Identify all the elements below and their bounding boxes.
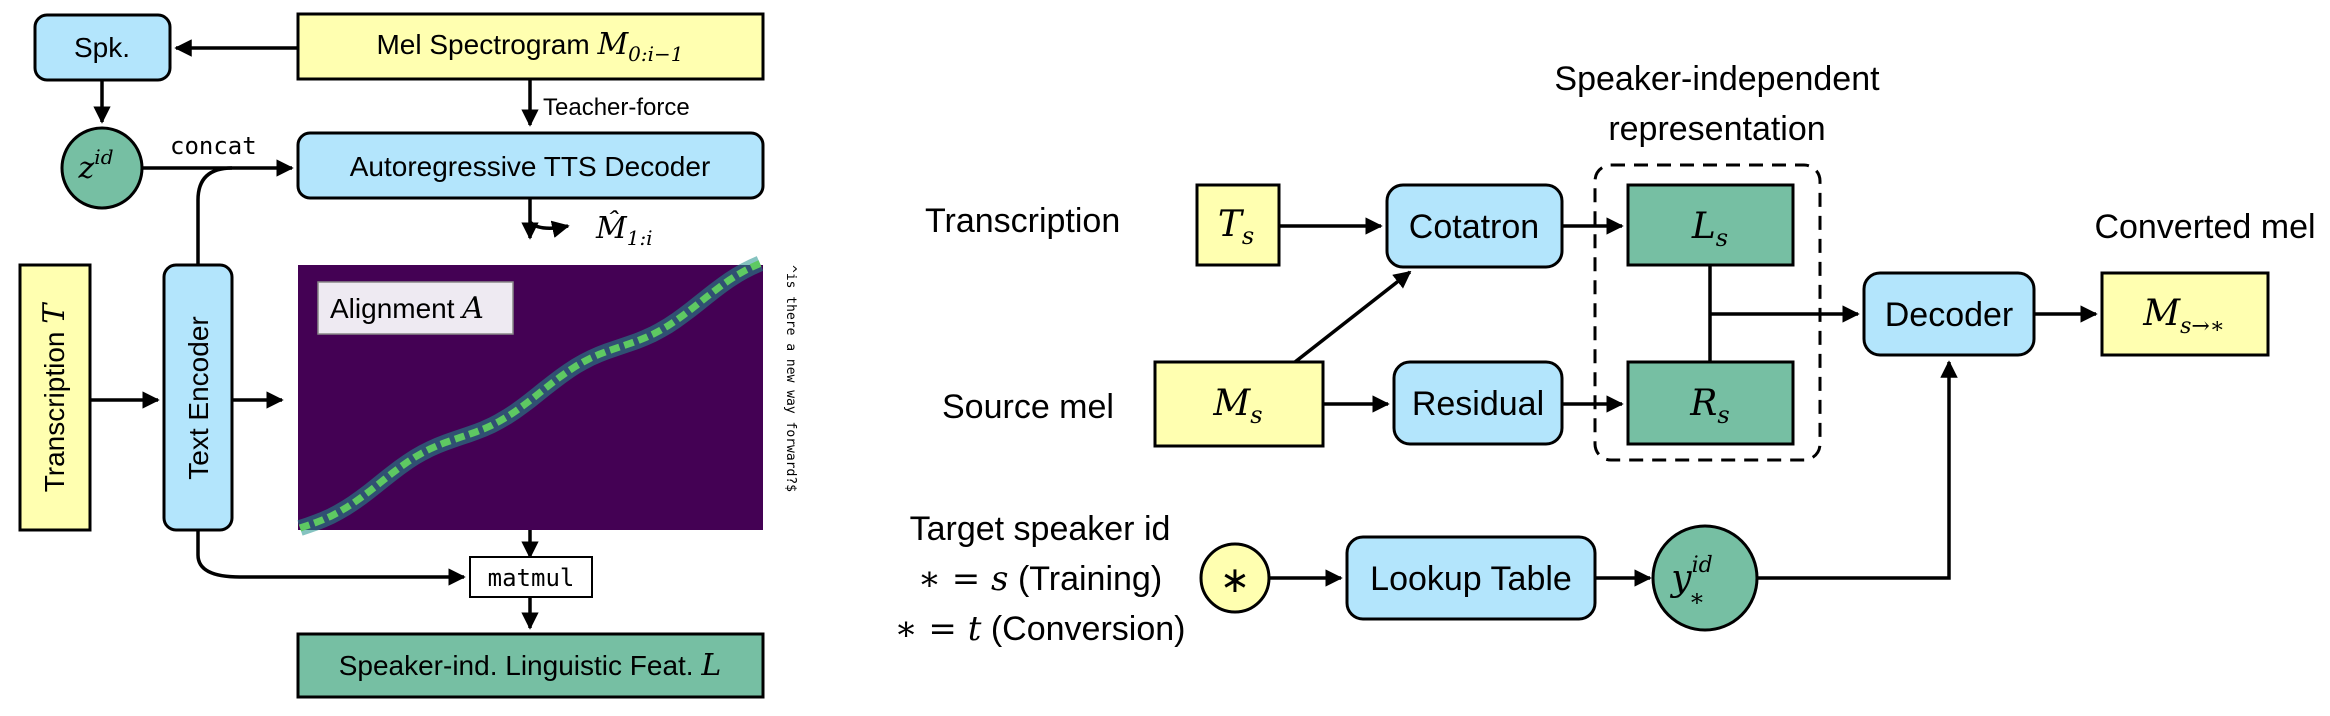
ls-base: L <box>1691 206 1716 247</box>
svg-text:zid: zid <box>77 145 113 186</box>
target-conversion-text: (Conversion) <box>981 610 1185 648</box>
rs-base: R <box>1689 383 1717 424</box>
svg-text:∗ = t (Conversion): ∗ = t (Conversion) <box>895 609 1186 649</box>
y-sub: ∗ <box>1689 584 1705 612</box>
out-base: M <box>2142 293 2181 334</box>
zid-node: zid <box>60 126 144 210</box>
star-label: ∗ <box>1220 559 1250 600</box>
alignment-heatmap: Alignment A <box>297 256 764 536</box>
converted-mel-box: Ms→∗ <box>2100 271 2270 357</box>
transcription-label: Transcription <box>39 324 70 493</box>
linguistic-label: Speaker-ind. Linguistic Feat. <box>339 650 702 681</box>
residual-box: Residual <box>1392 360 1564 446</box>
svg-text:Transcription T: Transcription T <box>37 302 72 493</box>
source-mel-label: Source mel <box>942 388 1114 426</box>
ts-box: Ts <box>1195 183 1281 267</box>
svg-text:Ls: Ls <box>1691 206 1728 252</box>
star-node: ∗ <box>1199 542 1271 614</box>
decoder-label: Decoder <box>1885 296 2014 334</box>
svg-text:M̂1:i: M̂1:i <box>595 211 653 250</box>
decoder-box: Decoder <box>1862 271 2036 357</box>
transcription-box: Transcription T <box>18 263 92 532</box>
alignment-math: A <box>459 291 484 326</box>
ts-sub: s <box>1242 222 1254 250</box>
cotatron-box: Cotatron <box>1385 183 1564 269</box>
rs-box: Rs <box>1626 360 1795 446</box>
arrow-decoder-to-mhat <box>528 220 570 238</box>
svg-text:∗ = s (Training): ∗ = s (Training) <box>918 559 1162 599</box>
ls-sub: s <box>1716 224 1728 252</box>
zid-sup: id <box>94 145 113 169</box>
out-sub: s→∗ <box>2180 314 2225 339</box>
svg-text:Ms→∗: Ms→∗ <box>2142 293 2225 339</box>
linguistic-features-box: Speaker-ind. Linguistic Feat. L <box>296 632 765 699</box>
svg-text:Speaker-ind. Linguistic Feat.: Speaker-ind. Linguistic Feat. L <box>339 648 722 683</box>
lookup-table-box: Lookup Table <box>1345 535 1597 621</box>
arrow-y-to-decoder <box>1757 360 1958 580</box>
ls-box: Ls <box>1626 183 1795 267</box>
representation-title-line1: Speaker-independent <box>1554 60 1880 98</box>
mhat-sub: 1:i <box>627 226 653 250</box>
autoregressive-decoder-box: Autoregressive TTS Decoder <box>296 131 765 200</box>
mel-spectrogram-box: Mel Spectrogram M0:i−1 <box>296 12 765 81</box>
alignment-text-label: ^is there a new way forward?$ <box>783 265 798 492</box>
mel-label: Mel Spectrogram <box>376 29 597 60</box>
svg-text:Ms: Ms <box>1212 383 1262 429</box>
arrow-encoder-to-matmul <box>196 530 466 586</box>
ms-sub: s <box>1250 401 1262 429</box>
target-training-text: (Training) <box>1009 560 1163 598</box>
converted-mel-label: Converted mel <box>2094 208 2315 246</box>
zid-base: z <box>77 151 94 186</box>
lookup-table-label: Lookup Table <box>1370 560 1572 598</box>
svg-text:Ts: Ts <box>1218 204 1254 250</box>
spk-label: Spk. <box>74 32 130 63</box>
mel-math: M <box>596 27 629 62</box>
mel-sub: 0:i−1 <box>628 42 683 66</box>
y-base: y <box>1669 558 1692 599</box>
svg-text:Mel Spectrogram M0:i−1: Mel Spectrogram M0:i−1 <box>376 27 683 66</box>
residual-label: Residual <box>1412 385 1544 423</box>
target-training-math: ∗ = s <box>918 559 1009 599</box>
rs-sub: s <box>1717 401 1729 429</box>
alignment-label-box <box>317 281 514 335</box>
ts-base: T <box>1218 204 1245 245</box>
y-id-node: yid ∗ <box>1651 524 1759 632</box>
transcription-right-label: Transcription <box>925 202 1120 240</box>
ms-box: Ms <box>1153 360 1325 448</box>
alignment-label: Alignment <box>330 293 462 324</box>
svg-text:yid∗: yid ∗ <box>1669 553 1712 612</box>
target-speaker-label: Target speaker id <box>910 510 1171 548</box>
matmul-box: matmul <box>469 556 593 598</box>
ms-base: M <box>1212 383 1251 424</box>
target-conversion-math: ∗ = t <box>895 609 982 649</box>
alignment-path <box>298 260 762 532</box>
autoregressive-decoder-label: Autoregressive TTS Decoder <box>350 151 711 182</box>
arrow-ms-to-cotatron <box>1293 270 1412 364</box>
matmul-label: matmul <box>488 564 575 592</box>
arrow-encoder-to-decoder <box>196 166 233 265</box>
y-sup: id <box>1692 553 1713 578</box>
mhat-base: M̂ <box>595 211 628 246</box>
spk-box: Spk. <box>33 13 172 82</box>
representation-title-line2: representation <box>1608 110 1825 148</box>
text-encoder-box: Text Encoder <box>162 263 234 532</box>
svg-text:Alignment A: Alignment A <box>330 291 484 326</box>
linguistic-math: L <box>700 648 721 683</box>
svg-text:Rs: Rs <box>1689 383 1729 429</box>
cotatron-label: Cotatron <box>1409 208 1539 246</box>
teacher-force-label: Teacher-force <box>543 94 690 121</box>
concat-label: concat <box>170 132 257 160</box>
transcription-math: T <box>37 302 72 324</box>
text-encoder-label: Text Encoder <box>183 316 214 479</box>
